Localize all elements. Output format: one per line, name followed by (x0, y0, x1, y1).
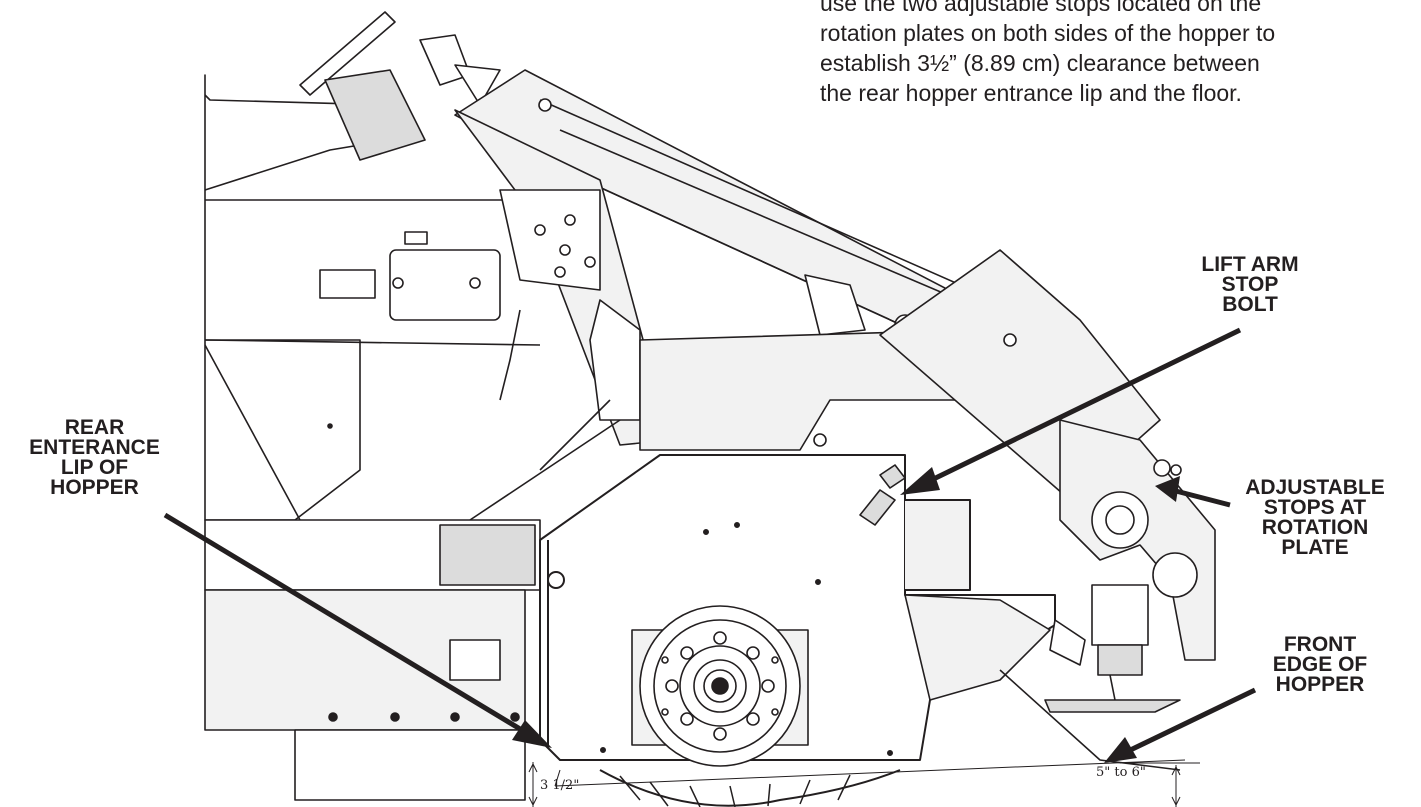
callout-front-edge: FRONT EDGE OF HOPPER (1250, 633, 1390, 696)
callout-line: LIP OF (60, 456, 129, 479)
side-broom-motor (1044, 584, 1181, 713)
leader-rear-entrance-lip (163, 512, 552, 748)
callout-line: STOP (1221, 273, 1279, 296)
callout-line: ROTATION (1261, 516, 1369, 539)
arm-linkage (454, 109, 671, 521)
instruction-line: establish 3½” (8.89 cm) clearance betwee… (820, 50, 1260, 76)
instruction-line: rotation plates on both sides of the hop… (820, 20, 1276, 46)
leader-adjustable-stops (1155, 476, 1231, 508)
leader-lift-arm-stop-bolt (900, 327, 1242, 495)
callout-line: FRONT (1283, 633, 1357, 656)
rear-clearance-dimension: 3 1/2" (540, 778, 580, 793)
dimension-rear (528, 762, 538, 807)
tire (599, 769, 901, 807)
callout-line: ADJUSTABLE (1245, 476, 1385, 499)
front-clearance-dimension: 5" to 6" (1096, 765, 1146, 780)
rotation-plate (1059, 419, 1216, 661)
instruction-text: use the two adjustable stops located on … (820, 0, 1420, 108)
callout-line: PLATE (1281, 536, 1349, 559)
callout-line: HOPPER (1275, 673, 1365, 696)
callout-line: REAR (64, 416, 125, 439)
leader-front-edge (1104, 687, 1257, 763)
hopper-front-lip (904, 594, 1181, 771)
callout-line: LIFT ARM (1201, 253, 1299, 276)
callout-line: STOPS AT (1263, 496, 1367, 519)
steering-wheel (299, 11, 501, 161)
wheel-hub (631, 605, 809, 767)
machine-body (204, 74, 541, 521)
callout-lift-arm-stop-bolt: LIFT ARM STOP BOLT (1185, 253, 1315, 316)
instruction-line: the rear hopper entrance lip and the flo… (820, 80, 1242, 106)
lower-chassis (204, 519, 541, 801)
dimension-front (1171, 765, 1181, 807)
stop-bolt (859, 464, 906, 526)
callout-adjustable-stops: ADJUSTABLE STOPS AT ROTATION PLATE (1225, 476, 1405, 559)
floor-line (554, 759, 1200, 787)
callout-rear-entrance-lip: REAR ENTERANCE LIP OF HOPPER (22, 416, 167, 499)
callout-line: EDGE OF (1272, 653, 1368, 676)
instruction-line: use the two adjustable stops located on … (820, 0, 1262, 16)
callout-line: BOLT (1222, 293, 1278, 316)
callout-line: ENTERANCE (29, 436, 160, 459)
callout-line: HOPPER (50, 476, 139, 499)
